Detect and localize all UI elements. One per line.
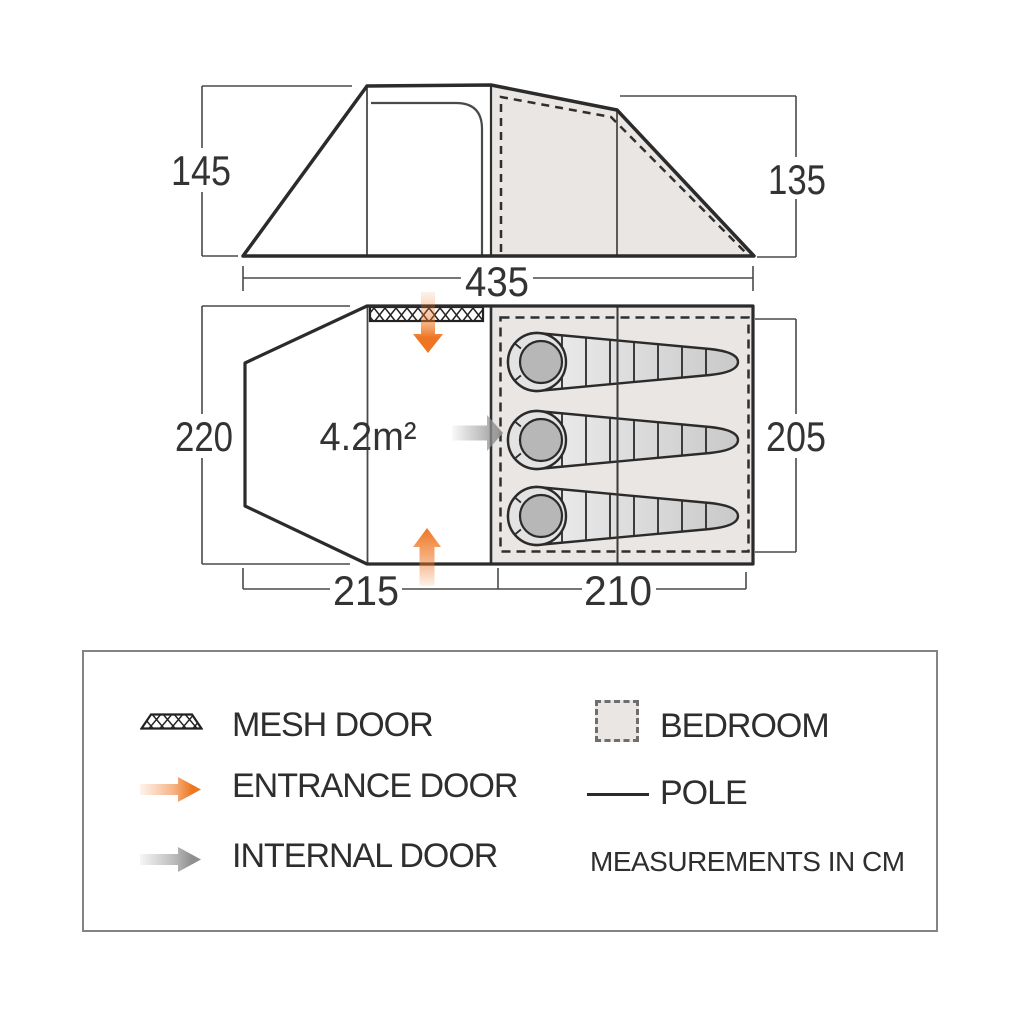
dim-bedroom-length-label: 210 — [584, 567, 652, 614]
dim-left-height-label: 145 — [171, 147, 231, 194]
legend-label-entrance-door: ENTRANCE DOOR — [232, 767, 518, 805]
entrance-door-arrow-bottom — [413, 528, 441, 586]
sleeping-bag-3 — [506, 485, 740, 547]
legend-box: MESH DOOR ENTRANCE DOOR INTERNAL DOOR BE… — [82, 650, 938, 932]
sleeping-bag-2 — [506, 409, 740, 471]
dim-bedroom-depth: 205 — [755, 318, 830, 553]
internal-door-icon — [140, 847, 201, 872]
dim-right-height: 135 — [620, 95, 829, 258]
legend-note-measurements: MEASUREMENTS IN CM — [590, 846, 905, 877]
mesh-door-icon — [140, 713, 203, 730]
bedroom-swatch-icon — [595, 700, 639, 742]
dim-total-length: 435 — [242, 258, 754, 305]
internal-door-arrow — [452, 415, 503, 451]
dim-bedroom-depth-label: 205 — [766, 413, 826, 460]
dim-right-height-label: 135 — [768, 156, 826, 203]
living-area-label: 4.2m² — [320, 415, 417, 459]
dim-plan-depth: 220 — [170, 305, 350, 565]
pole-icon — [587, 793, 649, 796]
entrance-door-icon — [140, 777, 201, 802]
dim-left-height: 145 — [168, 85, 352, 257]
legend-label-pole: POLE — [660, 774, 748, 812]
sleeping-bags — [506, 331, 740, 547]
elevation-tent-outline — [241, 83, 756, 258]
side-elevation-view: 145 135 435 — [168, 83, 829, 305]
dim-total-length-label: 435 — [465, 258, 529, 305]
dim-bottom-lengths: 215 210 — [242, 567, 747, 614]
plan-tent-outline — [243, 304, 755, 566]
legend-label-internal-door: INTERNAL DOOR — [232, 837, 498, 875]
entrance-door-arrow-top — [413, 292, 443, 353]
dim-plan-depth-label: 220 — [175, 413, 233, 460]
elevation-bedroom-shade — [492, 87, 753, 255]
elevation-bedroom-dashed-line — [499, 95, 746, 253]
legend-label-mesh-door: MESH DOOR — [232, 706, 434, 744]
floor-plan-view: 4.2m² 220 205 215 210 — [170, 292, 830, 614]
elevation-door-outline — [371, 101, 484, 255]
dim-living-length-label: 215 — [333, 567, 399, 614]
tent-diagram-canvas: 145 135 435 — [168, 83, 830, 614]
sleeping-bag-1 — [506, 331, 740, 393]
legend-label-bedroom: BEDROOM — [660, 707, 830, 745]
